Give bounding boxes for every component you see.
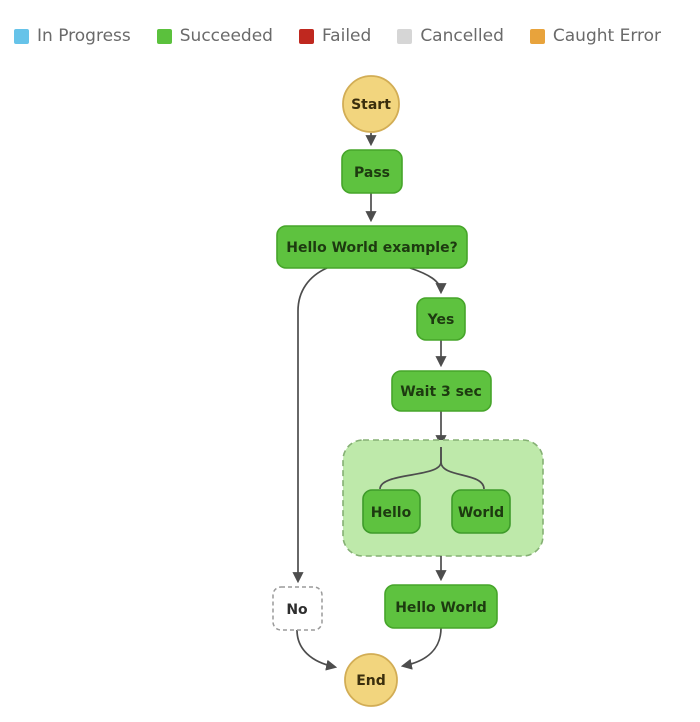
node-start-label: Start: [351, 97, 391, 113]
in-progress-swatch: [14, 28, 29, 44]
node-yes-shape: [416, 297, 466, 341]
node-end-label: End: [356, 673, 386, 689]
status-legend: In Progress Succeeded Failed Cancelled C…: [14, 26, 690, 46]
node-pass[interactable]: Pass: [341, 149, 403, 194]
node-choice-label: Hello World example?: [286, 240, 457, 256]
edge-no-end: [296, 629, 338, 671]
legend-item-succeeded: Succeeded: [156, 26, 273, 46]
legend-item-failed: Failed: [298, 26, 372, 46]
node-no-label: No: [286, 602, 308, 618]
node-pass-shape: [341, 149, 403, 194]
node-choice[interactable]: Hello World example?: [276, 225, 468, 269]
node-world[interactable]: World: [451, 489, 511, 534]
in-progress-label: In Progress: [37, 26, 131, 46]
legend-item-in-progress: In Progress: [14, 26, 131, 46]
succeeded-label: Succeeded: [179, 26, 273, 46]
node-hello[interactable]: Hello: [362, 489, 421, 534]
node-wait-label: Wait 3 sec: [400, 384, 482, 400]
failed-swatch: [298, 28, 314, 44]
node-world-label: World: [458, 505, 504, 521]
node-hello-label: Hello: [371, 505, 412, 521]
node-no-shape: [272, 586, 323, 631]
node-choice-shape: [276, 225, 468, 269]
node-hello-shape: [362, 489, 421, 534]
caught-error-label: Caught Error: [552, 26, 662, 46]
node-yes-label: Yes: [427, 312, 455, 328]
node-hello-world-shape: [384, 584, 498, 629]
edge-helloworld-end: [400, 627, 442, 670]
node-yes[interactable]: Yes: [416, 297, 466, 341]
succeeded-swatch: [156, 28, 172, 44]
legend-item-cancelled: Cancelled: [397, 26, 504, 46]
edge-parallel-fork-right: [440, 447, 485, 490]
cancelled-label: Cancelled: [420, 26, 504, 46]
node-wait-shape: [391, 370, 492, 412]
node-start[interactable]: Start: [342, 75, 400, 133]
node-end-shape: [344, 653, 398, 707]
cancelled-swatch: [397, 28, 413, 44]
failed-label: Failed: [321, 26, 372, 46]
caught-error-swatch: [529, 28, 545, 44]
legend-item-caught-error: Caught Error: [529, 26, 662, 46]
node-end[interactable]: End: [344, 653, 398, 707]
node-world-shape: [451, 489, 511, 534]
edge-choice-yes: [409, 267, 447, 295]
node-pass-label: Pass: [354, 165, 390, 181]
node-hello-world-label: Hello World: [395, 600, 487, 616]
node-no[interactable]: No: [272, 586, 323, 631]
node-wait[interactable]: Wait 3 sec: [391, 370, 492, 412]
node-start-shape: [342, 75, 400, 133]
node-hello-world[interactable]: Hello World: [384, 584, 498, 629]
edge-choice-no: [292, 267, 328, 584]
